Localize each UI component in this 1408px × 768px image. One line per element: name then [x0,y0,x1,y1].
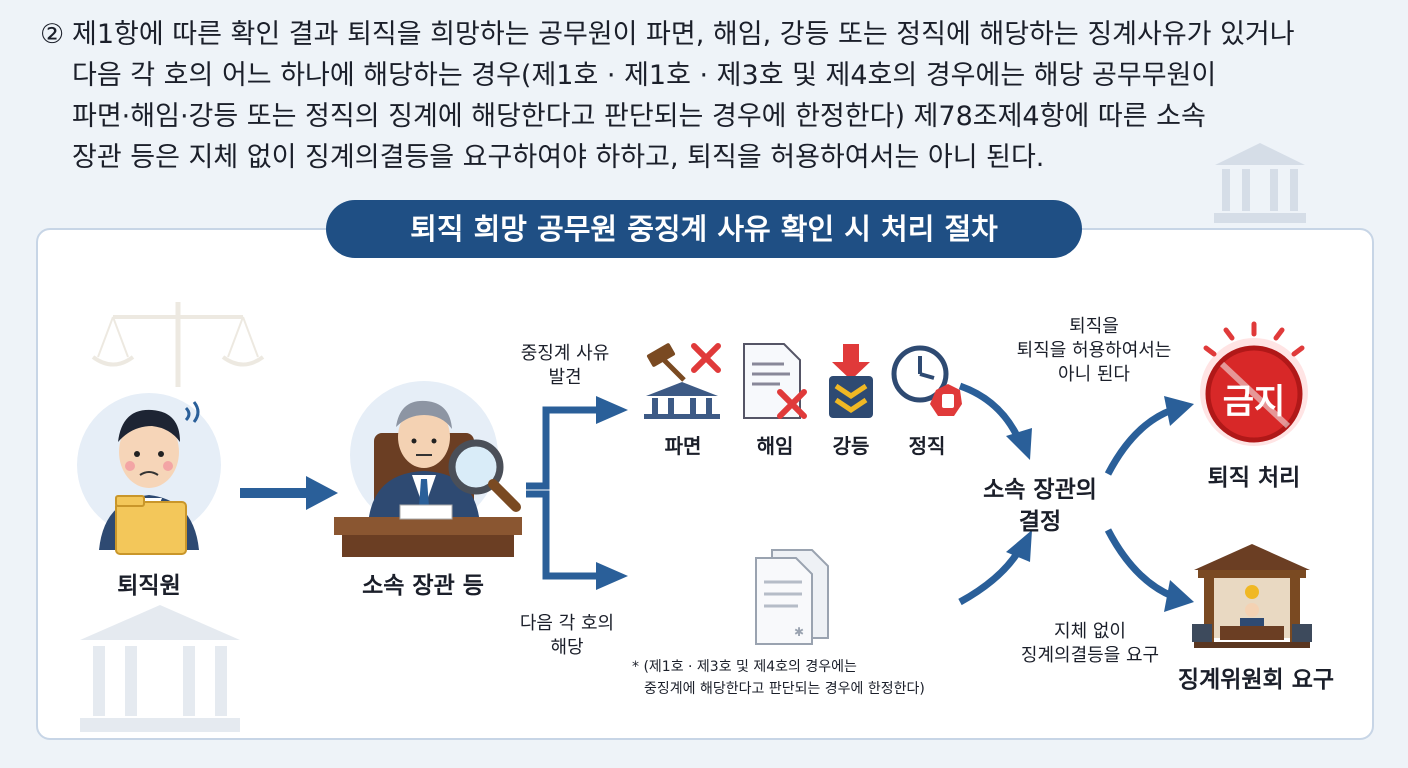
intro-line-3: 파면·해임·강등 또는 정직의 징계에 해당한다고 판단되는 경우에 한정한다)… [72,101,1206,132]
arrows-to-decision [958,382,1032,606]
minister-label: 소속 장관 등 [362,573,484,599]
background-scales-icon [91,302,265,387]
demotion-chevron-icon [829,344,873,418]
disciplinary-committee-icon [1192,544,1312,648]
diagram-title: 퇴직 희망 공무원 중징계 사유 확인 시 처리 절차 [326,200,1082,258]
forbid-caption: 퇴직을 퇴직을 허용하여서는 아니 된다 [1016,316,1172,385]
penalty-label-demotion: 강등 [832,434,870,458]
prohibited-badge-text: 금지 [1222,382,1286,422]
removal-document-icon [743,343,807,419]
documents-icon: ✱ [755,549,829,645]
clause-number: ② [40,19,65,50]
arrows-from-decision [1104,396,1194,612]
branch-top-label: 중징계 사유 발견 [520,343,610,388]
intro-line-4: 장관 등은 지체 없이 징계의결등을 요구하여야 하하고, 퇴직을 허용하여서는… [72,142,1045,173]
retiree-icon [77,393,221,555]
diagram-panel [36,228,1374,740]
background-courthouse-icon [80,605,240,732]
penalty-label-dismissal: 파면 [664,434,702,458]
prohibited-sign-icon [1200,321,1308,446]
arrow-retiree-to-minister [240,476,338,510]
committee-caption: 지체 없이 징계의결등을 요구 [1020,621,1160,666]
penalty-label-suspension: 정직 [908,434,946,458]
suspension-clock-icon [891,345,962,416]
svg-text:✱: ✱ [794,625,804,639]
background-building-icon [1214,143,1306,223]
branch-connector [526,396,628,590]
minister-icon [334,381,522,557]
dismissal-gavel-icon [644,343,721,419]
decision-label: 소속 장관의 결정 [983,477,1097,535]
penalty-label-removal: 해임 [756,434,794,458]
retiree-label: 퇴직원 [117,573,181,599]
intro-line-2: 다음 각 호의 어느 하나에 해당하는 경우(제1호 · 제1호 · 제3호 및… [72,60,1217,91]
forbid-label: 퇴직 처리 [1207,465,1301,491]
branch-bottom-label: 다음 각 호의 해당 [519,613,615,658]
committee-label: 징계위원회 요구 [1177,667,1335,693]
footnote: * (제1호 · 제3호 및 제4호의 경우에는 중징계에 해당한다고 판단되는… [632,659,925,697]
